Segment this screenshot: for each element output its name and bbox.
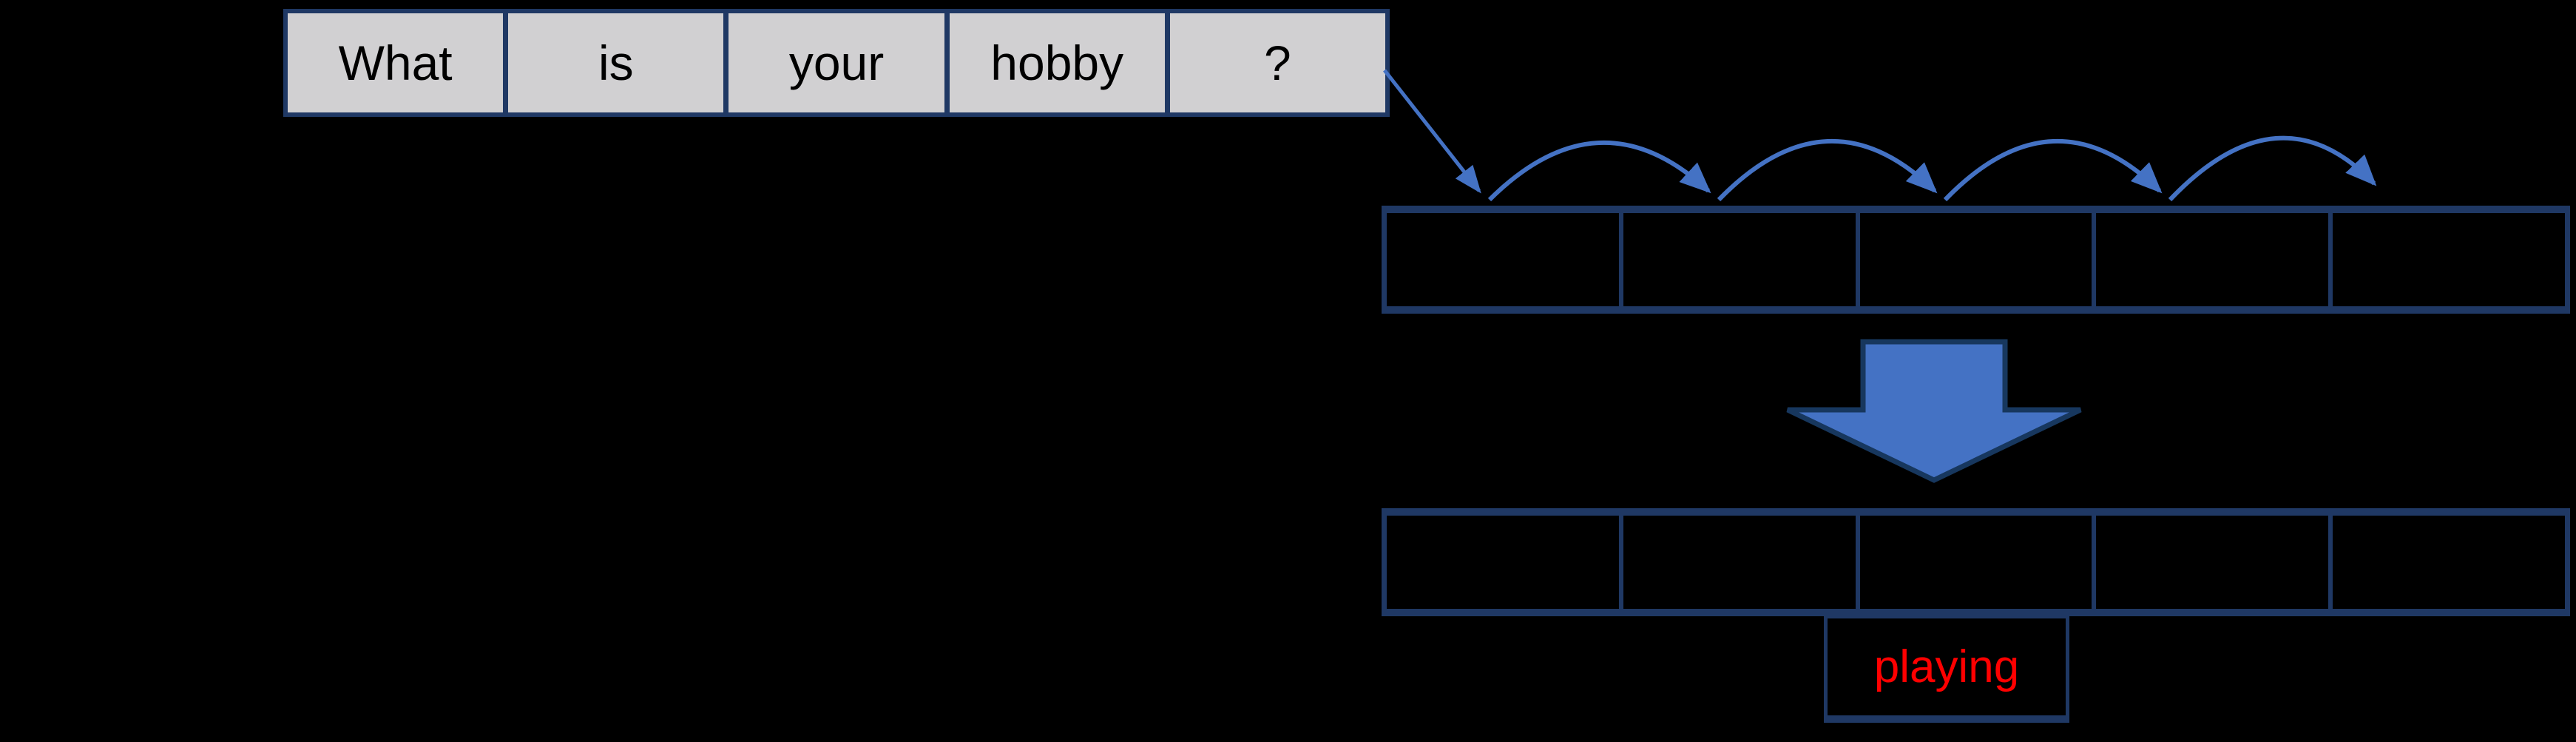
word-label: ?	[1264, 36, 1291, 90]
hop-arc-2-icon	[1717, 139, 1938, 202]
output-row	[1382, 508, 2570, 616]
word-cell-question-mark: ?	[1164, 13, 1385, 112]
hidden-cell-5	[2328, 213, 2565, 306]
word-cell-is: is	[503, 13, 723, 112]
output-cell-1	[1387, 516, 1619, 609]
word-cell-what: What	[288, 13, 503, 112]
hidden-cell-4	[2092, 213, 2328, 306]
word-label: your	[788, 36, 885, 90]
prediction-label: playing	[1873, 641, 2020, 692]
hidden-state-row	[1382, 206, 2570, 314]
hop-arc-4-icon	[2168, 135, 2377, 202]
sequence-feed-arrow-icon	[1383, 69, 1481, 194]
word-label: What	[338, 36, 453, 90]
output-cell-4	[2092, 516, 2328, 609]
word-label: hobby	[990, 36, 1124, 90]
word-cell-your: your	[723, 13, 944, 112]
input-sentence-row: What is your hobby ?	[283, 9, 1390, 117]
output-cell-3	[1855, 516, 2092, 609]
prediction-box: playing	[1824, 615, 2069, 723]
hidden-cell-3	[1855, 213, 2092, 306]
output-cell-2	[1618, 516, 1856, 609]
word-cell-hobby: hobby	[944, 13, 1165, 112]
output-cell-5	[2328, 516, 2565, 609]
hidden-cell-2	[1618, 213, 1856, 306]
hidden-cell-1	[1387, 213, 1619, 306]
hop-arc-1-icon	[1487, 141, 1711, 202]
hop-arc-3-icon	[1943, 139, 2163, 202]
big-down-arrow-icon	[1786, 339, 2082, 483]
word-label: is	[598, 36, 634, 90]
